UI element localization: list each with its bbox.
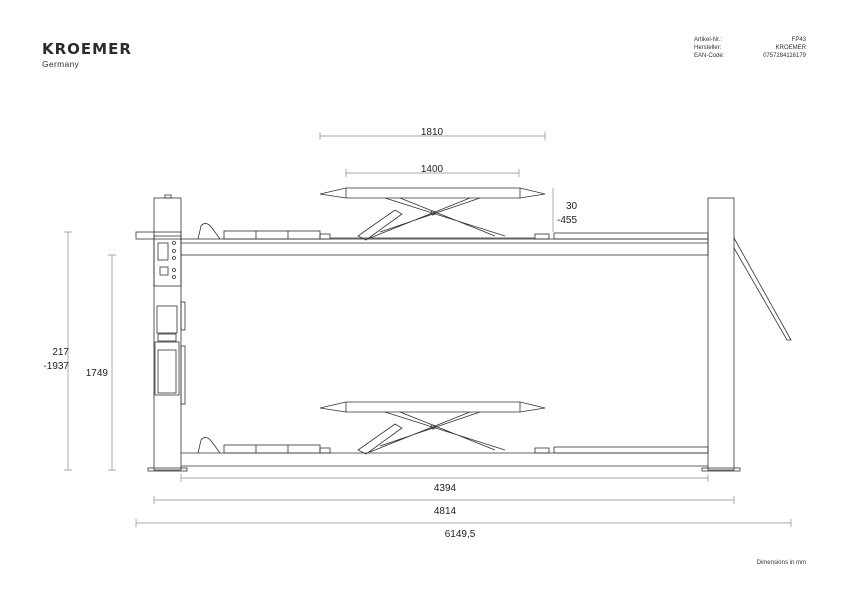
control-display bbox=[157, 242, 169, 261]
meta-value-manufacturer: KROEMER bbox=[775, 45, 806, 51]
dim-line-top-outer bbox=[319, 132, 546, 140]
brand-country: Germany bbox=[42, 59, 80, 69]
upper-runway-stub bbox=[135, 231, 182, 240]
dim-jack-height-b: -455 bbox=[557, 215, 577, 226]
control-panel bbox=[153, 235, 182, 287]
dim-inner-length: 4394 bbox=[434, 483, 457, 494]
lower-jack-scissor bbox=[369, 411, 506, 453]
upper-jack-cylinder bbox=[357, 209, 403, 241]
runway-plate bbox=[223, 230, 321, 240]
dim-line-inner-length bbox=[180, 474, 709, 482]
dimension-labels: 1810 1400 30 -455 217 -1937 1749 4394 48… bbox=[43, 127, 577, 540]
right-post bbox=[707, 197, 735, 471]
dim-top-outer: 1810 bbox=[421, 127, 444, 138]
dim-line-top-inner bbox=[345, 169, 520, 177]
meta-label-article: Artikel-Nr.: bbox=[694, 37, 723, 43]
units-note: Dimensions in mm bbox=[756, 560, 806, 566]
dim-lift-height-b: -1937 bbox=[43, 361, 69, 372]
right-post-base bbox=[701, 467, 741, 472]
dim-jack-height-a: 30 bbox=[566, 201, 578, 212]
control-button bbox=[172, 275, 176, 279]
upper-runway bbox=[180, 238, 709, 256]
dim-total-length: 6149,5 bbox=[445, 529, 476, 540]
dim-total-height: 1749 bbox=[86, 368, 109, 379]
dim-lift-height-a: 217 bbox=[52, 347, 69, 358]
wheel-stop bbox=[197, 437, 221, 454]
meta-values: FP43 KROEMER 0757284116179 bbox=[730, 36, 806, 60]
power-unit-top bbox=[156, 305, 178, 334]
control-box bbox=[159, 266, 169, 276]
control-button bbox=[172, 241, 176, 245]
power-unit-tank-inner bbox=[157, 349, 177, 394]
left-post-top bbox=[164, 194, 172, 199]
meta-label-ean: EAN-Code: bbox=[694, 53, 725, 59]
dim-line-outer-length bbox=[153, 496, 735, 504]
brand-logo: KROEMER Germany bbox=[42, 40, 132, 69]
control-button bbox=[172, 256, 176, 260]
dim-top-inner: 1400 bbox=[421, 164, 444, 175]
control-button bbox=[172, 249, 176, 253]
slip-plate-right bbox=[553, 446, 709, 454]
meta-labels: Artikel-Nr.: Hersteller: EAN-Code: bbox=[694, 36, 724, 60]
dim-line-total-length bbox=[135, 519, 792, 527]
lift-structure bbox=[135, 187, 792, 472]
control-button bbox=[172, 268, 176, 272]
upper-jack-scissor bbox=[369, 197, 506, 239]
side-bracket bbox=[180, 345, 186, 405]
dim-line-lift-height bbox=[64, 231, 72, 471]
meta-value-article: FP43 bbox=[791, 37, 806, 43]
wheel-stop bbox=[197, 223, 221, 240]
meta-value-ean: 0757284116179 bbox=[763, 53, 806, 59]
lower-jack-cylinder bbox=[357, 423, 403, 455]
drive-on-ramp bbox=[733, 237, 792, 341]
meta-label-manufacturer: Hersteller: bbox=[694, 45, 722, 51]
power-unit-connector bbox=[157, 333, 177, 342]
power-unit-tank bbox=[154, 341, 180, 396]
dimension-lines bbox=[64, 132, 792, 527]
upper-jack-beam bbox=[319, 187, 546, 199]
brand-name: KROEMER bbox=[42, 40, 132, 58]
left-post-base bbox=[147, 467, 188, 472]
dim-outer-length: 4814 bbox=[434, 506, 457, 517]
dim-line-total-height bbox=[108, 254, 116, 471]
lower-jack-beam bbox=[319, 401, 546, 413]
side-bracket bbox=[180, 301, 186, 331]
runway-plate bbox=[223, 444, 321, 454]
slip-plate-right bbox=[553, 232, 709, 240]
